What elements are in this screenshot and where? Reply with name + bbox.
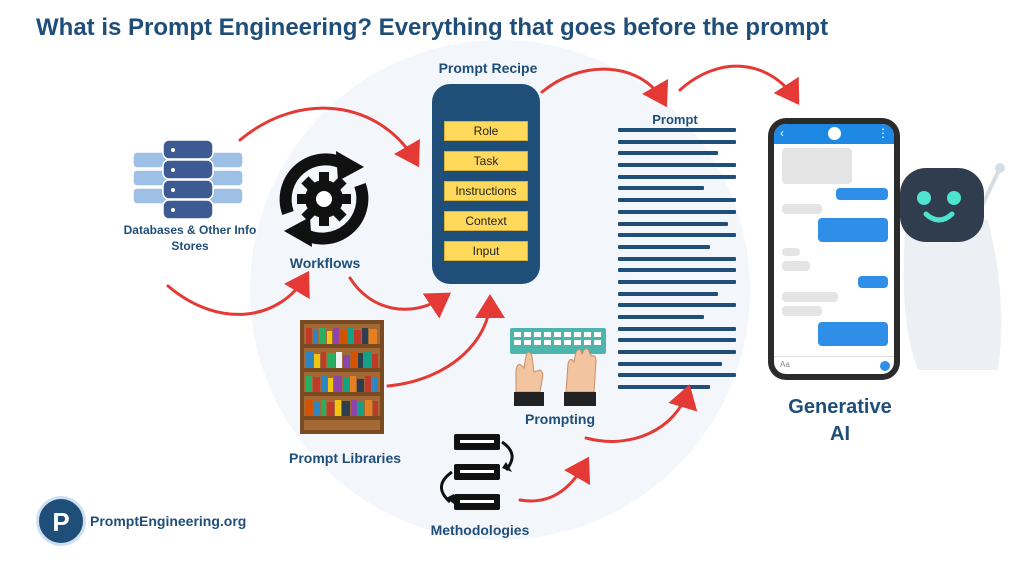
arrow-prompting-to-prompt xyxy=(586,390,688,441)
logo-text: PromptEngineering.org xyxy=(90,513,246,529)
arrow-libraries-to-recipe xyxy=(388,300,490,386)
arrow-recipe-to-prompt xyxy=(542,69,664,102)
arrow-workflows-to-recipe xyxy=(350,278,446,309)
arrow-prompt-to-ai xyxy=(680,66,796,100)
logo-icon: P xyxy=(36,496,86,546)
arrow-databases-to-workflows xyxy=(168,276,306,314)
arrow-databases-to-recipe xyxy=(240,108,416,162)
arrow-methodologies-to-prompt xyxy=(520,462,586,501)
